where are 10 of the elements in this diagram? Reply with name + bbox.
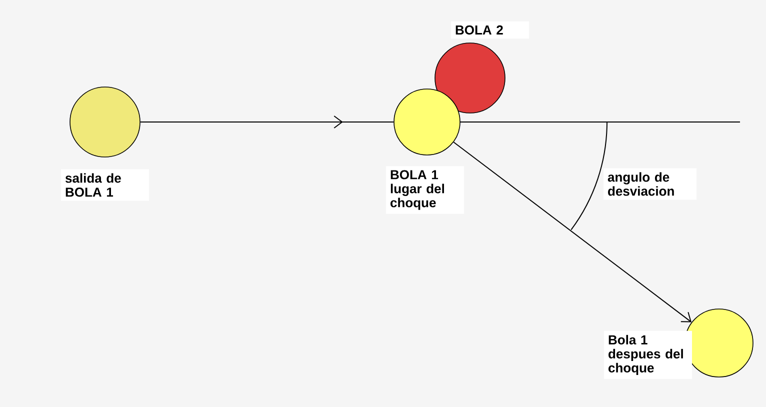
ball-caption: Bola 1 despues del choque	[604, 330, 692, 380]
ball-caption: BOLA 1 lugar del choque	[386, 166, 464, 214]
ball	[70, 86, 140, 158]
ball-caption: salida de BOLA 1	[61, 169, 149, 201]
ball	[684, 308, 754, 378]
ball-caption: BOLA 2	[451, 21, 529, 39]
ball	[394, 88, 460, 156]
angle-label: angulo de desviacion	[604, 168, 696, 200]
ball	[434, 42, 506, 114]
arrow	[453, 142, 692, 322]
